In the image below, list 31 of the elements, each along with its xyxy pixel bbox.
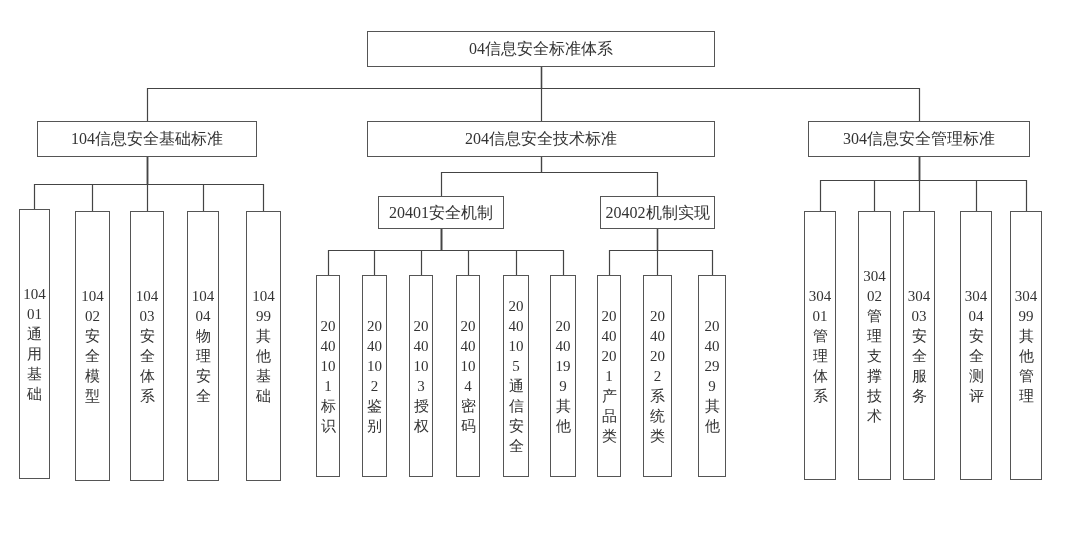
- category-column: 10499其他基础: [246, 211, 281, 481]
- connector-line: [540, 156, 659, 197]
- category-column: 2040101标识: [316, 275, 340, 477]
- category-column: 30403安全服务: [903, 211, 935, 480]
- category-column: 2040299其他: [698, 275, 726, 477]
- connector-line: [440, 228, 565, 276]
- category-box: 20402机制实现: [600, 196, 715, 229]
- category-column: 10403安全体系: [130, 211, 164, 481]
- connector-line: [918, 156, 1028, 212]
- category-column: 2040104密码: [456, 275, 480, 477]
- connector-line: [656, 228, 714, 276]
- category-column: 10404物理安全: [187, 211, 219, 481]
- category-box: 104信息安全基础标准: [37, 121, 257, 157]
- category-column: 10402安全模型: [75, 211, 110, 481]
- category-column: 2040201产品类: [597, 275, 621, 477]
- category-column: 30401管理体系: [804, 211, 836, 480]
- category-column: 2040202系统类: [643, 275, 672, 477]
- connector-line: [146, 156, 265, 212]
- category-column: 30402管理支撑技术: [858, 211, 891, 480]
- category-column: 2040103授权: [409, 275, 433, 477]
- connector-line: [540, 66, 921, 122]
- category-box: 204信息安全技术标准: [367, 121, 715, 157]
- category-column: 30499其他管理: [1010, 211, 1042, 480]
- category-column: 10401通用基础: [19, 209, 50, 479]
- category-column: 2040199其他: [550, 275, 576, 477]
- category-box: 20401安全机制: [378, 196, 504, 229]
- category-box: 04信息安全标准体系: [367, 31, 715, 67]
- category-column: 30404安全测评: [960, 211, 992, 480]
- category-column: 2040105通信安全: [503, 275, 529, 477]
- category-column: 2040102鉴别: [362, 275, 387, 477]
- category-box: 304信息安全管理标准: [808, 121, 1030, 157]
